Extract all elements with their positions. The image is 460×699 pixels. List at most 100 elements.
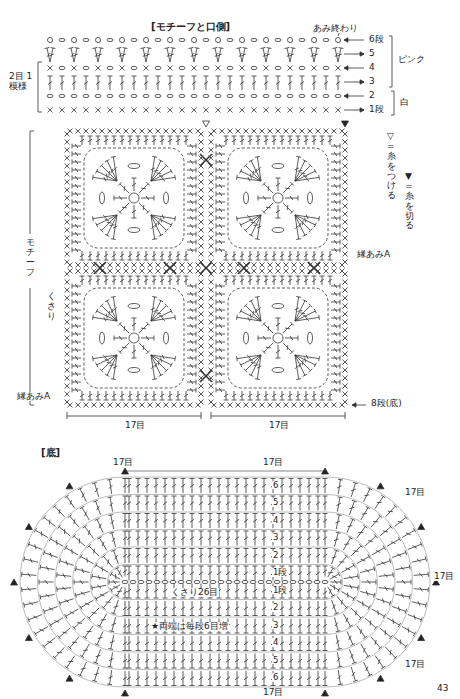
dc-symbol <box>168 279 172 282</box>
dc-symbol <box>236 216 238 221</box>
sc-symbol <box>343 360 348 365</box>
dc-symbol <box>190 216 193 220</box>
sc-symbol <box>236 403 241 408</box>
sc-symbol <box>76 403 81 408</box>
sc-symbol <box>199 220 204 225</box>
dc-symbol <box>88 394 92 397</box>
sc-symbol <box>180 108 185 113</box>
dc-symbol <box>96 394 100 397</box>
dc-symbol <box>72 76 77 77</box>
dc-symbol <box>266 207 271 209</box>
dc-symbol <box>120 203 129 212</box>
dc-symbol <box>160 254 164 257</box>
dc-symbol <box>154 196 155 201</box>
dc-symbol <box>60 76 65 77</box>
sc-symbol <box>343 220 348 225</box>
dc-symbol <box>180 76 185 77</box>
chain-symbol <box>244 332 249 344</box>
dc-symbol <box>328 400 333 401</box>
dc-symbol <box>168 139 172 142</box>
sc-symbol <box>324 263 329 268</box>
dc-symbol <box>340 144 341 149</box>
sc-symbol <box>108 263 113 268</box>
dc-symbol <box>168 254 172 257</box>
chart-drawing <box>11 31 440 696</box>
dc-symbol <box>328 254 332 257</box>
dc-symbol <box>299 223 301 227</box>
dc-symbol <box>216 224 217 229</box>
dc-symbol <box>257 297 261 321</box>
sc-symbol <box>65 352 70 357</box>
sc-symbol <box>199 336 204 341</box>
dc-symbol <box>108 171 110 176</box>
picot-symbol <box>312 38 317 43</box>
dc-symbol <box>191 53 194 57</box>
sc-symbol <box>228 263 233 268</box>
sc-symbol <box>209 400 214 405</box>
sc-symbol <box>343 172 348 177</box>
dc-symbol <box>232 139 236 142</box>
dc-symbol <box>240 254 244 257</box>
dc-symbol <box>340 340 341 345</box>
sc-symbol <box>316 129 321 134</box>
dc-symbol <box>295 168 299 170</box>
sc-symbol <box>209 212 214 217</box>
dc-symbol <box>244 304 248 308</box>
dc-symbol <box>165 304 169 308</box>
dc-symbol <box>92 315 94 320</box>
sc-symbol <box>343 204 348 209</box>
dc-symbol <box>152 238 157 240</box>
dc-symbol <box>113 167 117 171</box>
dc-symbol <box>196 364 197 369</box>
sc-symbol <box>209 344 214 349</box>
picot-symbol <box>72 38 77 43</box>
dc-symbol <box>93 47 98 48</box>
dc-symbol <box>224 254 228 257</box>
dc-symbol <box>251 215 261 235</box>
dc-symbol <box>96 254 100 257</box>
sc-symbol <box>116 129 121 134</box>
dc-symbol <box>224 400 229 401</box>
dc-symbol <box>340 232 341 237</box>
chain-symbol <box>131 94 137 97</box>
dc-symbol <box>276 350 280 353</box>
dc-symbol <box>72 160 73 165</box>
ring-symbol <box>273 333 283 343</box>
sc-symbol <box>124 269 129 274</box>
dc-symbol <box>118 350 122 354</box>
dc-symbol <box>96 136 101 137</box>
sc-symbol <box>343 376 348 381</box>
dc-symbol <box>112 279 116 282</box>
sc-symbol <box>324 269 329 274</box>
dc-symbol <box>107 222 112 224</box>
sc-symbol <box>292 263 297 268</box>
dc-symbol <box>264 400 269 401</box>
sc-symbol <box>60 108 65 113</box>
dc-symbol <box>216 168 217 173</box>
sc-symbol <box>199 304 204 309</box>
dc-symbol <box>236 175 238 180</box>
dc-symbol <box>123 47 128 48</box>
sc-symbol <box>116 129 121 134</box>
dc-symbol <box>170 223 172 227</box>
sc-symbol <box>124 403 129 408</box>
join-symbol <box>238 262 250 274</box>
sc-symbol <box>116 403 121 408</box>
dc-symbol <box>110 224 115 226</box>
dc-symbol <box>267 47 272 48</box>
dc-symbol <box>107 362 112 364</box>
sc-symbol <box>343 360 348 365</box>
sc-symbol <box>199 392 204 397</box>
chain-symbol <box>164 332 169 344</box>
sc-symbol <box>220 403 225 408</box>
sc-symbol <box>252 263 257 268</box>
dc-symbol <box>190 248 193 252</box>
sc-symbol <box>108 129 113 134</box>
dc-symbol <box>228 82 232 85</box>
sc-symbol <box>199 296 204 301</box>
dc-symbol <box>190 566 195 567</box>
sc-symbol <box>252 269 257 274</box>
dc-symbol <box>120 400 125 401</box>
sc-symbol <box>65 212 70 217</box>
